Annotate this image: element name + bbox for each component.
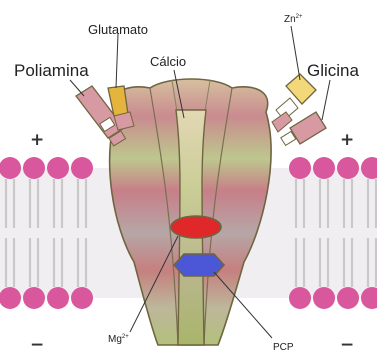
lipid-head [23, 157, 45, 179]
mg-binding-site [171, 216, 221, 238]
label-glicina: Glicina [307, 61, 360, 80]
label-glutamato: Glutamato [88, 22, 148, 37]
intracellular-sign-right: − [340, 335, 354, 355]
label-magnesio: Mg2+ [108, 334, 129, 345]
label-zinc-symbol: Zn [284, 14, 296, 25]
receptor-body [110, 79, 271, 345]
intracellular-sign-left: − [30, 335, 44, 355]
lipid-head [337, 287, 359, 309]
label-pcp: PCP [273, 342, 294, 353]
label-poliamina: Poliamina [14, 61, 89, 80]
extracellular-sign-left: + [30, 130, 44, 150]
label-calcio: Cálcio [150, 54, 186, 69]
label-zinc: Zn2+ [284, 14, 303, 25]
lipid-head [337, 157, 359, 179]
lipid-head [71, 287, 93, 309]
pcp-binding-site [174, 254, 224, 276]
lipid-head [47, 157, 69, 179]
label-magnesio-symbol: Mg [108, 334, 122, 345]
extracellular-sign-right: + [340, 130, 354, 150]
lipid-head [71, 157, 93, 179]
lipid-head [47, 287, 69, 309]
lipid-head [313, 157, 335, 179]
lipid-head [23, 287, 45, 309]
lipid-head [313, 287, 335, 309]
lipid-head [289, 287, 311, 309]
lipid-head [0, 287, 21, 309]
lipid-head [0, 157, 21, 179]
lipid-head [289, 157, 311, 179]
label-magnesio-charge: 2+ [122, 334, 129, 340]
label-zinc-charge: 2+ [296, 14, 303, 20]
